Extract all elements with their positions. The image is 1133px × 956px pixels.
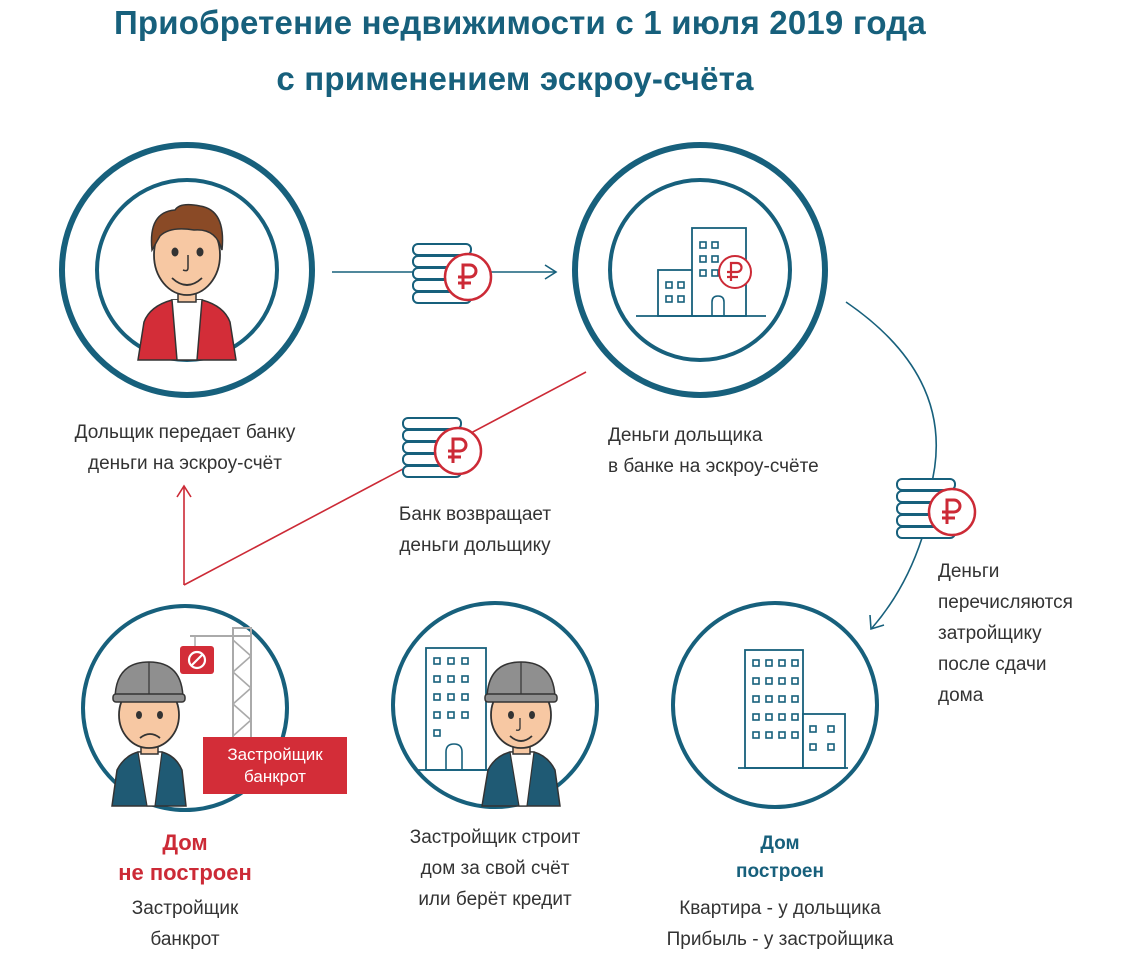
coins-ruble-icon-transfer bbox=[895, 477, 977, 540]
coins-ruble-icon-refund bbox=[401, 416, 483, 479]
transfer-caption-line-2: перечисляются bbox=[938, 592, 1073, 613]
not-built-title: Дом не построен bbox=[60, 828, 310, 888]
arrow-to-developer bbox=[845, 301, 937, 631]
transfer-caption-line-3: затройщику bbox=[938, 623, 1042, 644]
arrow-refund bbox=[176, 371, 587, 586]
bankrupt-badge-line-1: Застройщик bbox=[227, 744, 323, 764]
refund-caption-line-1: Банк возвращает bbox=[398, 504, 552, 525]
transfer-caption: Деньги перечисляются затройщику после сд… bbox=[938, 556, 1128, 711]
built-caption: Квартира - у дольщика Прибыль - у застро… bbox=[620, 893, 940, 955]
person-icon bbox=[137, 203, 237, 361]
coins-ruble-icon bbox=[411, 242, 493, 305]
investor-caption: Дольщик передает банку деньги на эскроу-… bbox=[30, 417, 340, 479]
transfer-caption-line-1: Деньги bbox=[938, 561, 1000, 582]
not-built-caption: Застройщик банкрот bbox=[60, 893, 310, 955]
bank-building-icon bbox=[636, 227, 766, 317]
built-caption-line-1: Квартира - у дольщика bbox=[679, 898, 881, 919]
not-built-title-line-1: Дом bbox=[162, 830, 208, 855]
builds-caption-line-3: или берёт кредит bbox=[418, 889, 572, 910]
page-title-line-1: Приобретение недвижимости с 1 июля 2019 … bbox=[114, 4, 926, 41]
refund-caption-line-2: деньги дольщику bbox=[399, 535, 551, 556]
page-title-line-2: с применением эскроу-счёта bbox=[276, 60, 754, 97]
finished-building-icon bbox=[738, 649, 848, 769]
builds-caption-line-2: дом за свой счёт bbox=[420, 858, 570, 879]
not-built-caption-line-1: Застройщик bbox=[131, 898, 239, 919]
not-built-caption-line-2: банкрот bbox=[150, 929, 220, 950]
bankrupt-badge-line-2: банкрот bbox=[244, 766, 306, 786]
apartment-building-icon bbox=[418, 647, 500, 771]
builds-caption-line-1: Застройщик строит bbox=[409, 827, 581, 848]
builds-caption: Застройщик строит дом за свой счёт или б… bbox=[365, 822, 625, 915]
sad-worker-icon bbox=[111, 661, 187, 807]
built-title-line-1: Дом bbox=[760, 833, 800, 854]
transfer-caption-line-4: после сдачи bbox=[938, 654, 1047, 675]
built-title-line-2: построен bbox=[736, 861, 824, 882]
forbidden-icon bbox=[180, 646, 214, 674]
bank-caption-line-2: в банке на эскроу-счёте bbox=[608, 456, 819, 477]
refund-caption: Банк возвращает деньги дольщику bbox=[360, 499, 590, 561]
bankrupt-badge: Застройщик банкрот bbox=[203, 737, 347, 794]
investor-caption-line-1: Дольщик передает банку bbox=[74, 422, 296, 443]
built-caption-line-2: Прибыль - у застройщика bbox=[666, 929, 894, 950]
built-title: Дом построен bbox=[655, 830, 905, 886]
investor-caption-line-2: деньги на эскроу-счёт bbox=[88, 453, 282, 474]
bank-caption-line-1: Деньги дольщика bbox=[608, 425, 763, 446]
bank-caption: Деньги дольщика в банке на эскроу-счёте bbox=[608, 420, 908, 482]
not-built-title-line-2: не построен bbox=[118, 860, 252, 885]
transfer-caption-line-5: дома bbox=[938, 685, 984, 706]
worker-icon bbox=[481, 661, 561, 807]
